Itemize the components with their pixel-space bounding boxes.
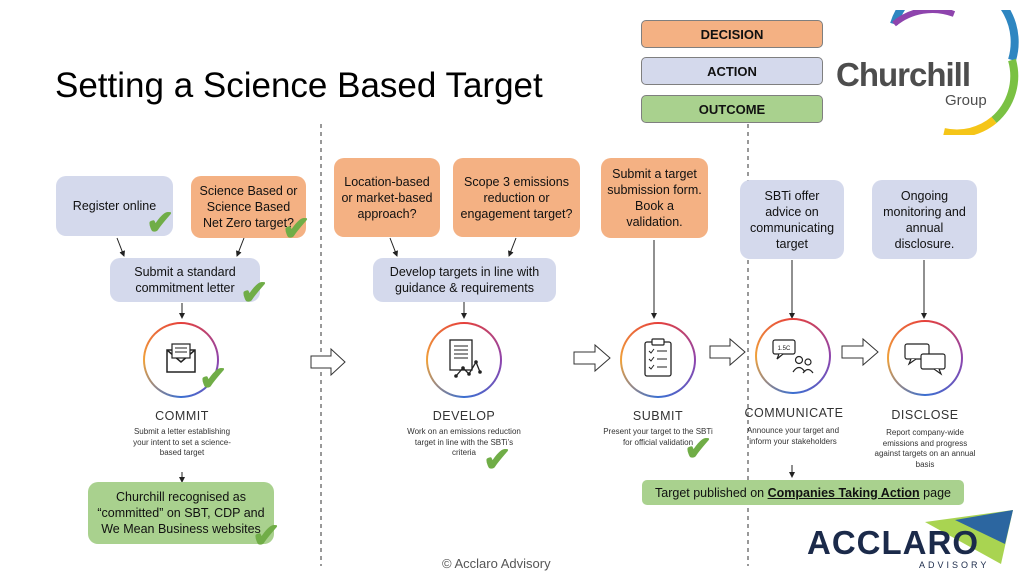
develop-stage-icon (426, 322, 502, 398)
sbt-decision-box: Science Based or Science Based Net Zero … (191, 176, 306, 238)
submit-description: Present your target to the SBTi for offi… (603, 427, 713, 447)
document-chart-icon (449, 339, 482, 378)
location-market-decision-box: Location-based or market-based approach? (334, 158, 440, 237)
legend-outcome: OUTCOME (641, 95, 823, 123)
commitment-letter-box: Submit a standard commitment letter (110, 258, 260, 302)
register-online-box: Register online (56, 176, 173, 236)
check-icon: ✔ (199, 360, 228, 398)
legend-action: ACTION (641, 57, 823, 85)
target-published-box: Target published on Companies Taking Act… (642, 480, 964, 505)
check-icon: ✔ (146, 204, 175, 242)
acclaro-logo-sub: ADVISORY (919, 560, 990, 570)
develop-description: Work on an emissions reduction target in… (407, 427, 521, 457)
submit-stage-icon (620, 322, 696, 398)
disclose-label: DISCLOSE (891, 408, 959, 422)
develop-targets-box: Develop targets in line with guidance & … (373, 258, 556, 302)
churchill-logo-name: Churchill (836, 56, 971, 93)
submit-label: SUBMIT (632, 409, 684, 423)
check-icon: ✔ (483, 441, 512, 479)
chat-bubbles-icon (904, 343, 946, 376)
legend-decision: DECISION (641, 20, 823, 48)
acclaro-logo-name: ACCLARO (807, 524, 979, 561)
commit-description: Submit a letter establishing your intent… (133, 427, 231, 457)
submit-form-box: Submit a target submission form. Book a … (601, 158, 708, 238)
churchill-logo: Churchill Group (834, 10, 1019, 135)
acclaro-logo: ACCLARO ADVISORY (805, 508, 1017, 578)
churchill-logo-sub: Group (945, 92, 987, 109)
check-icon: ✔ (252, 517, 281, 555)
check-icon: ✔ (282, 210, 311, 248)
disclose-description: Report company-wide emissions and progre… (874, 428, 976, 469)
commit-stage-icon (143, 322, 219, 398)
envelope-icon (166, 343, 196, 373)
ongoing-monitoring-box: Ongoing monitoring and annual disclosure… (872, 180, 977, 259)
committed-outcome-box: Churchill recognised as “committed” on S… (88, 482, 274, 544)
develop-label: DEVELOP (432, 409, 496, 423)
published-text-pre: Target published on (655, 485, 768, 500)
disclose-stage-icon (887, 320, 963, 396)
companies-taking-action-text: Companies Taking Action (767, 485, 920, 500)
scope3-decision-box: Scope 3 emissions reduction or engagemen… (453, 158, 580, 237)
speech-people-icon: 1.5C (772, 339, 814, 374)
clipboard-checklist-icon (644, 338, 672, 377)
communicate-icon-text: 1.5C (778, 346, 791, 352)
sbti-advice-box: SBTi offer advice on communicating targe… (740, 180, 844, 259)
check-icon: ✔ (240, 274, 269, 312)
communicate-stage-icon: 1.5C (755, 318, 831, 394)
published-text-post: page (919, 485, 951, 500)
commit-label: COMMIT (155, 409, 209, 423)
communicate-description: Announce your target and inform your sta… (746, 426, 840, 446)
copyright-footer: © Acclaro Advisory (442, 556, 551, 571)
check-icon: ✔ (684, 430, 713, 468)
page-title: Setting a Science Based Target (55, 66, 543, 105)
communicate-label: COMMUNICATE (744, 406, 844, 420)
